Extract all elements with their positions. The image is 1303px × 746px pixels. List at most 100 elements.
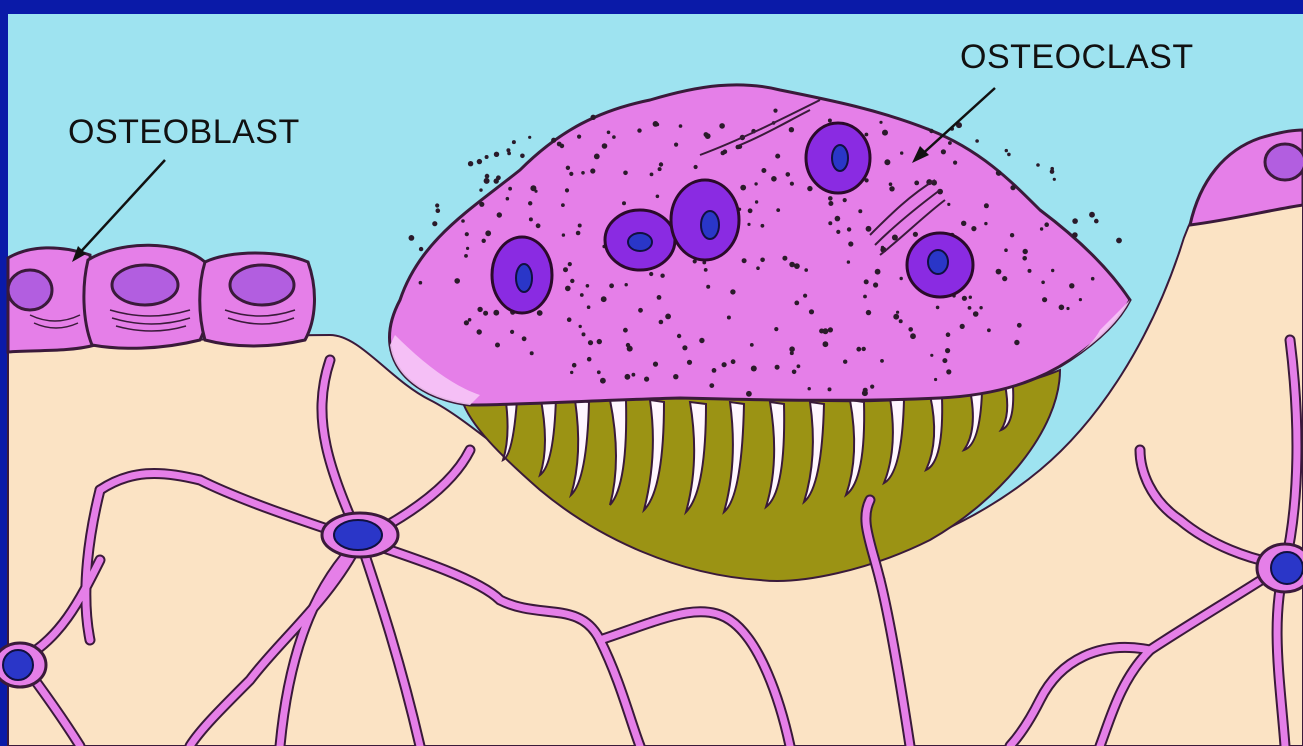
granule — [578, 224, 582, 228]
granule — [565, 188, 569, 192]
granule — [1042, 297, 1047, 302]
granule — [625, 283, 628, 286]
granule — [656, 123, 660, 127]
granule — [1072, 232, 1078, 238]
granule — [936, 306, 940, 310]
granule — [899, 319, 903, 323]
granule — [512, 140, 516, 144]
granule — [435, 203, 439, 207]
granule — [483, 311, 488, 316]
granule — [409, 235, 415, 241]
granule — [828, 196, 833, 201]
granule — [835, 216, 841, 222]
granule — [948, 141, 952, 145]
granule — [1059, 305, 1065, 311]
granule — [1010, 185, 1015, 190]
granule — [679, 124, 683, 128]
granule — [847, 260, 850, 263]
granule — [776, 208, 780, 212]
granule — [485, 155, 489, 159]
granule — [537, 310, 543, 316]
granule — [1036, 163, 1040, 167]
osteocyte — [1257, 544, 1303, 592]
granule — [953, 161, 957, 165]
granule — [609, 283, 614, 288]
granule — [1089, 212, 1095, 218]
granule — [570, 279, 574, 283]
granule — [1041, 281, 1045, 285]
granule — [587, 357, 592, 362]
granule — [962, 296, 967, 301]
granule — [731, 359, 736, 364]
granule — [468, 161, 473, 166]
granule — [612, 135, 616, 139]
granule — [566, 166, 570, 170]
granule — [828, 387, 832, 391]
granule — [843, 198, 847, 202]
granule — [819, 329, 824, 334]
granule — [1005, 149, 1008, 152]
granule — [792, 370, 797, 375]
osteoblast-nucleus — [112, 265, 178, 305]
granule — [751, 366, 757, 372]
granule — [1091, 277, 1095, 281]
granule — [910, 333, 916, 339]
granule — [551, 138, 556, 143]
granule — [789, 127, 794, 132]
granule — [493, 310, 499, 316]
granule — [461, 219, 465, 223]
granule — [889, 186, 894, 191]
granule — [528, 136, 531, 139]
granule — [727, 316, 731, 320]
granule — [884, 159, 890, 165]
granule — [600, 378, 606, 384]
granule — [879, 121, 882, 124]
granule — [794, 301, 799, 306]
granule — [929, 129, 933, 133]
osteocyte — [0, 643, 46, 687]
nucleus — [907, 233, 973, 297]
granule — [530, 351, 534, 355]
granule — [694, 165, 698, 169]
granule — [960, 324, 965, 329]
granule — [721, 151, 726, 156]
granule — [482, 239, 486, 243]
granule — [495, 343, 500, 348]
granule — [866, 226, 872, 232]
granule — [1014, 340, 1019, 345]
granule — [432, 221, 437, 226]
granule — [1044, 222, 1049, 227]
granule — [942, 358, 947, 363]
granule — [761, 224, 765, 228]
granule — [506, 197, 510, 201]
granule — [1079, 298, 1082, 301]
granule — [882, 130, 888, 136]
granule — [984, 222, 987, 225]
granule — [632, 373, 636, 377]
granule — [971, 226, 976, 231]
granule — [536, 223, 541, 228]
granule — [622, 201, 626, 205]
granule — [946, 369, 951, 374]
granule — [465, 232, 469, 236]
granule — [522, 336, 527, 341]
granule — [597, 339, 602, 344]
granule — [673, 374, 678, 379]
granule — [586, 284, 590, 288]
granule — [436, 208, 441, 213]
granule — [659, 320, 664, 325]
granule — [582, 332, 586, 336]
granule — [975, 139, 979, 143]
granule — [941, 149, 946, 154]
granule — [591, 115, 596, 120]
granule — [808, 387, 811, 390]
granule — [529, 217, 533, 221]
granule — [848, 241, 853, 246]
granule — [786, 172, 791, 177]
granule — [847, 227, 851, 231]
granule — [984, 203, 989, 208]
granule — [561, 203, 565, 207]
granule — [594, 154, 600, 160]
granule — [649, 272, 653, 276]
granule — [590, 168, 595, 173]
